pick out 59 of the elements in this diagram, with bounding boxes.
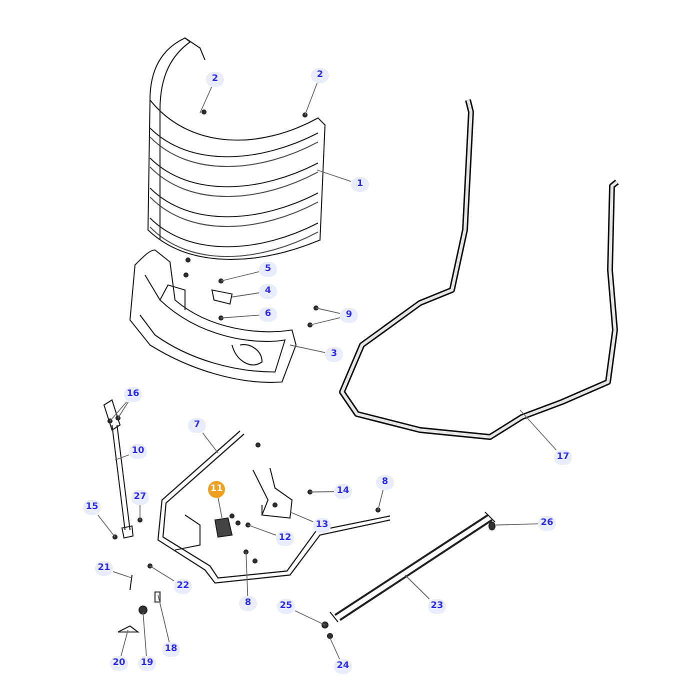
leader-line (248, 524, 276, 536)
callout-number: 3 (325, 347, 343, 362)
leader-line (246, 552, 248, 596)
leader-line (520, 410, 557, 450)
leader-line (330, 638, 340, 660)
leader-line (290, 344, 326, 353)
leader-line (112, 571, 132, 578)
callout-number: 1 (351, 177, 369, 192)
callout-number: 8 (376, 475, 394, 490)
leader-line (310, 317, 340, 326)
leader-line (142, 612, 147, 656)
leader-line (200, 86, 212, 114)
leader-line (290, 512, 314, 522)
leader-line (220, 314, 260, 318)
leader-line (232, 292, 260, 298)
leader-line (110, 402, 127, 422)
callout-number: 15 (83, 500, 101, 515)
leader-line (114, 454, 130, 460)
callout-number: 13 (313, 518, 331, 533)
callout-number: 4 (259, 284, 277, 299)
callout-number: 14 (334, 484, 352, 499)
leader-line (97, 514, 116, 538)
callout-number: 10 (129, 444, 147, 459)
callout-number: 27 (131, 490, 149, 505)
callout-number: 5 (259, 262, 277, 277)
callout-number: 12 (276, 531, 294, 546)
leader-line (316, 308, 340, 314)
leader-line (496, 523, 538, 526)
leader-line (378, 490, 384, 510)
leader-line (120, 630, 128, 656)
leader-line (316, 170, 352, 182)
leader-line (304, 82, 318, 116)
leader-line (202, 432, 218, 454)
callout-number: 21 (95, 561, 113, 576)
leader-line (310, 491, 334, 492)
callout-number: 20 (110, 656, 128, 671)
leader-line (118, 402, 129, 418)
callout-number: 23 (428, 599, 446, 614)
callout-number: 25 (277, 599, 295, 614)
leader-line (158, 594, 170, 642)
callout-number: 7 (188, 418, 206, 433)
callout-number: 6 (259, 307, 277, 322)
leader-line (404, 574, 430, 600)
callout-number: 11 (208, 481, 225, 498)
callout-number: 18 (162, 642, 180, 657)
leader-line (220, 271, 260, 282)
callout-number: 2 (311, 68, 329, 83)
callout-number: 19 (138, 656, 156, 671)
leader-line (218, 498, 222, 518)
callout-number: 24 (334, 659, 352, 674)
callout-number: 9 (340, 308, 358, 323)
callout-number: 26 (538, 516, 556, 531)
leader-line (294, 610, 326, 626)
callout-number: 2 (206, 72, 224, 87)
callout-number: 16 (124, 387, 142, 402)
callout-number: 17 (554, 450, 572, 465)
leader-line (150, 566, 174, 582)
callout-number: 22 (174, 579, 192, 594)
callout-number: 8 (239, 596, 257, 611)
